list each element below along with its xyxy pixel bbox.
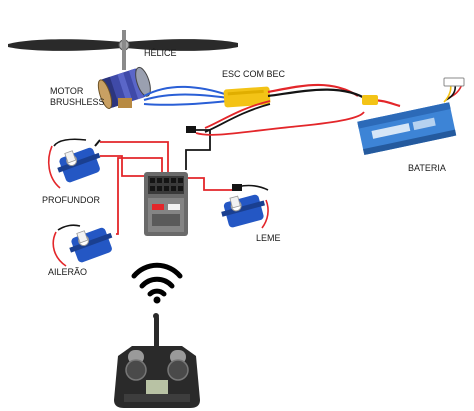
servo-aileron [52, 224, 113, 267]
label-esc: ESC COM BEC [222, 69, 286, 79]
esc-signal-wire [185, 100, 365, 170]
wifi-signal-icon [131, 262, 183, 304]
battery-connector [362, 95, 378, 105]
label-bateria: BATERIA [408, 163, 446, 173]
label-motor-line2: BRUSHLESS [50, 97, 105, 107]
label-leme: LEME [256, 233, 281, 243]
esc-battery-wires [267, 83, 401, 108]
servo-icon [57, 147, 101, 183]
lipo-battery-icon [357, 102, 457, 156]
servo-icon [69, 227, 113, 263]
label-motor-line1: MOTOR [50, 86, 84, 96]
esc-module-icon [223, 86, 271, 108]
label-profundor: PROFUNDOR [42, 195, 100, 205]
label-helice: HÉLICE [144, 48, 177, 58]
label-aileron: AILERÃO [48, 267, 88, 277]
radio-transmitter-icon [114, 313, 200, 408]
receiver-icon [144, 172, 188, 236]
servo-profundor [47, 138, 101, 189]
balance-lead [443, 77, 465, 103]
servo-icon [221, 194, 265, 228]
servo-leme [221, 184, 269, 229]
brushless-motor-icon [97, 66, 151, 110]
label-motor: MOTOR BRUSHLESS [50, 86, 110, 108]
motor-esc-wires [143, 85, 229, 106]
servo-wires [100, 141, 232, 235]
propeller-icon [8, 30, 238, 70]
